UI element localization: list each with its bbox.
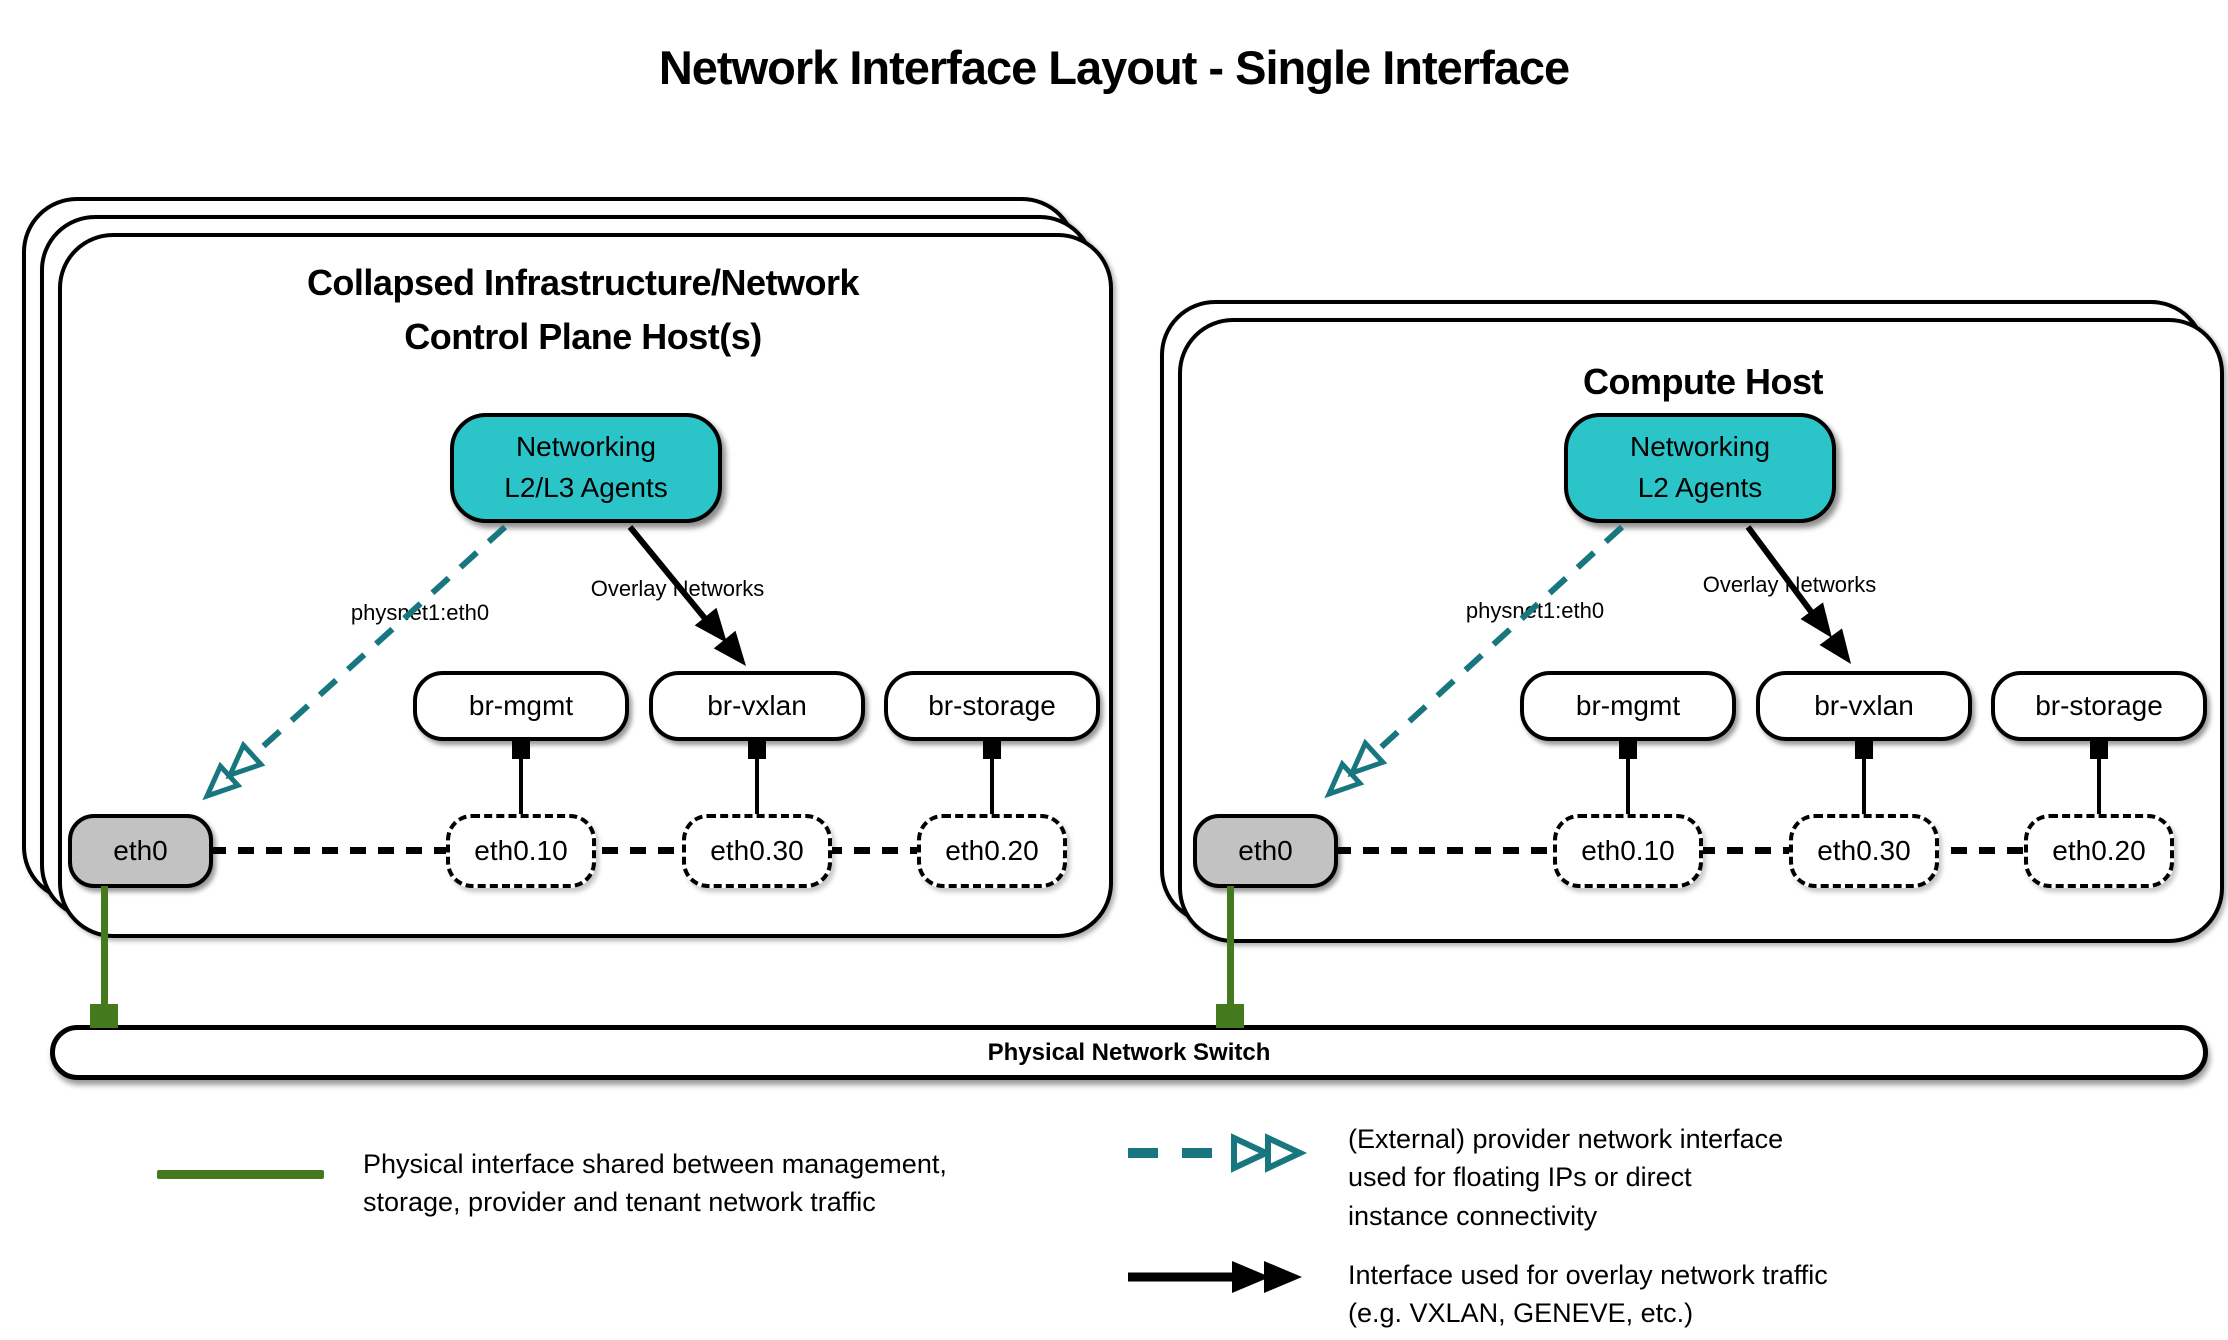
left-vlan-trunk-line [210, 847, 995, 854]
right-vlan-eth0-30: eth0.30 [1789, 814, 1939, 888]
left-physical-link [101, 886, 108, 1008]
legend-overlay-arrow-icon [1128, 1261, 1302, 1293]
legend-physical-line-icon [157, 1170, 324, 1179]
left-bridge-br-mgmt: br-mgmt [413, 671, 629, 741]
right-physical-link [1227, 886, 1234, 1008]
left-eth0-interface: eth0 [68, 814, 213, 888]
right-provider-label: physnet1:eth0 [1465, 598, 1605, 623]
right-bridge-br-vxlan: br-vxlan [1756, 671, 1972, 741]
right-eth0-interface: eth0 [1193, 814, 1338, 888]
legend-provider-text: (External) provider network interface us… [1348, 1124, 1784, 1231]
left-br-mgmt-port [512, 739, 530, 759]
right-br-mgmt-link [1626, 759, 1630, 816]
right-br-storage-link [2097, 759, 2101, 816]
left-provider-label: physnet1:eth0 [350, 600, 490, 625]
left-vlan-eth0-30: eth0.30 [682, 814, 832, 888]
right-vlan-eth0-20: eth0.20 [2024, 814, 2174, 888]
right-vlan-eth0-10: eth0.10 [1553, 814, 1703, 888]
left-agent-box: Networking L2/L3 Agents [450, 413, 722, 523]
right-overlay-label: Overlay Networks [1702, 572, 1877, 597]
left-overlay-label: Overlay Networks [590, 576, 765, 601]
left-br-storage-port [983, 739, 1001, 759]
legend-overlay-text: Interface used for overlay network traff… [1348, 1260, 1828, 1329]
left-bridge-br-vxlan: br-vxlan [649, 671, 865, 741]
legend-physical-text: Physical interface shared between manage… [363, 1149, 947, 1218]
switch-label: Physical Network Switch [987, 1038, 1271, 1066]
right-bridge-br-mgmt: br-mgmt [1520, 671, 1736, 741]
diagram-title: Network Interface Layout - Single Interf… [658, 41, 1570, 94]
left-switch-port [90, 1004, 118, 1028]
left-br-vxlan-link [755, 759, 759, 816]
right-br-storage-port [2090, 739, 2108, 759]
right-vlan-trunk-line [1335, 847, 2100, 854]
left-vlan-eth0-20: eth0.20 [917, 814, 1067, 888]
legend-provider-arrow-icon [1128, 1133, 1308, 1173]
left-vlan-eth0-10: eth0.10 [446, 814, 596, 888]
left-host-title: Collapsed Infrastructure/Network Control… [306, 262, 860, 357]
left-br-mgmt-link [519, 759, 523, 816]
right-agent-box: Networking L2 Agents [1564, 413, 1836, 523]
left-br-storage-link [990, 759, 994, 816]
right-br-vxlan-port [1855, 739, 1873, 759]
right-bridge-br-storage: br-storage [1991, 671, 2207, 741]
right-switch-port [1216, 1004, 1244, 1028]
physical-network-switch: Physical Network Switch [50, 1025, 2208, 1080]
left-bridge-br-storage: br-storage [884, 671, 1100, 741]
right-br-vxlan-link [1862, 759, 1866, 816]
left-br-vxlan-port [748, 739, 766, 759]
right-br-mgmt-port [1619, 739, 1637, 759]
right-host-title: Compute Host [1583, 361, 1824, 402]
